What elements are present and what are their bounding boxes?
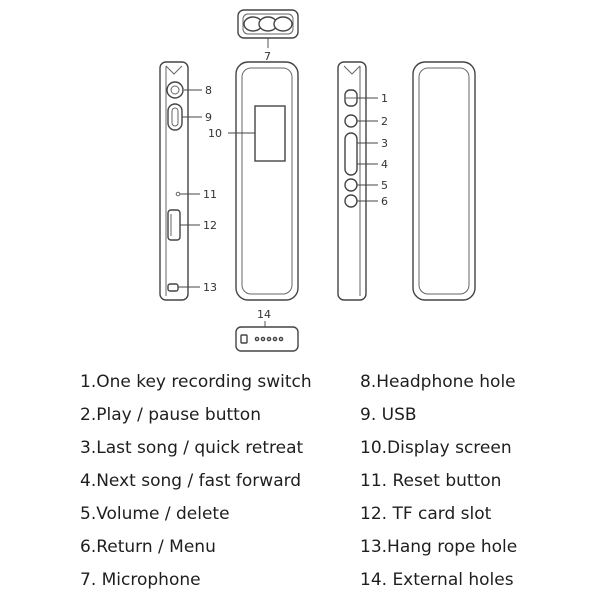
bottom-view: 14 [235,308,299,352]
callout-5: 5 [381,179,388,192]
callout-4: 4 [381,158,388,171]
callout-9: 9 [205,111,212,124]
legend-item-11: 11. Reset button [360,471,502,491]
callout-2: 2 [381,115,388,128]
back-view [412,61,476,301]
legend-item-9: 9. USB [360,405,417,425]
callout-13: 13 [203,281,217,294]
legend-item-3: 3.Last song / quick retreat [80,438,304,458]
callout-11: 11 [203,188,217,201]
top-view: 7 [237,9,299,63]
legend-item-13: 13.Hang rope hole [360,537,518,557]
front-view: 10 [208,61,299,301]
callout-12: 12 [203,219,217,232]
legend-item-2: 2.Play / pause button [80,405,261,425]
callout-8: 8 [205,84,212,97]
button-side-view: 1 2 3 4 5 6 [337,61,388,301]
legend-item-8: 8.Headphone hole [360,372,516,392]
callout-6: 6 [381,195,388,208]
callout-3: 3 [381,137,388,150]
legend-item-7: 7. Microphone [80,570,201,590]
legend-item-4: 4.Next song / fast forward [80,471,302,491]
left-side-view: 8 9 11 12 13 [159,61,217,301]
callout-1: 1 [381,92,388,105]
callout-10: 10 [208,127,222,140]
callout-14: 14 [257,308,271,321]
legend-item-14: 14. External holes [360,570,514,590]
legend-item-1: 1.One key recording switch [80,372,312,392]
legend-item-6: 6.Return / Menu [80,537,216,557]
legend-item-10: 10.Display screen [360,438,512,458]
legend-item-5: 5.Volume / delete [80,504,230,524]
callout-7: 7 [264,50,271,63]
legend-item-12: 12. TF card slot [360,504,492,524]
